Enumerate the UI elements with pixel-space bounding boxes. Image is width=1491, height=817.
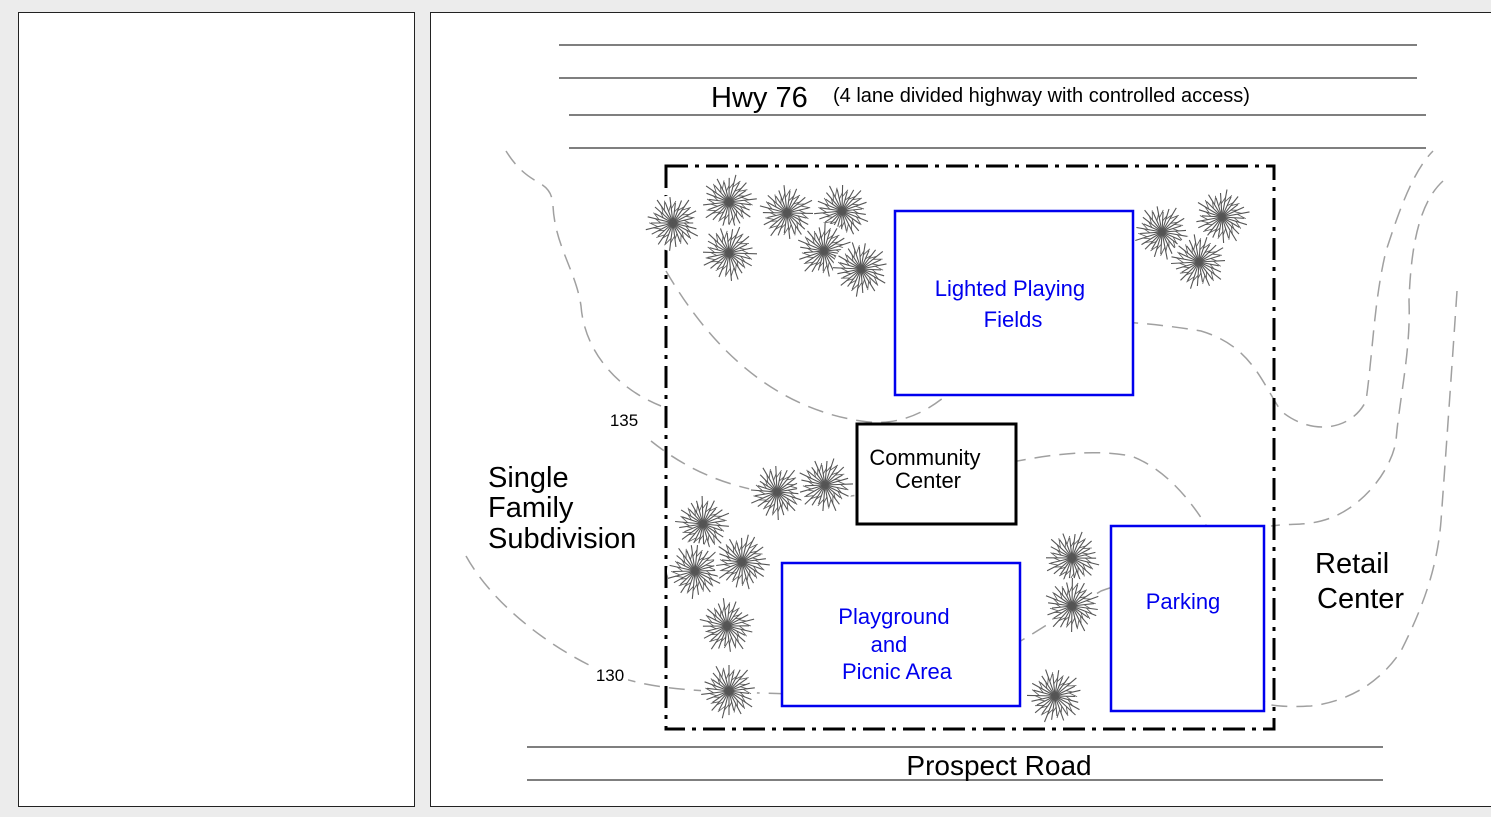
- parking-label: Parking: [1146, 589, 1221, 614]
- prospect-road-label: Prospect Road: [906, 750, 1091, 781]
- contour-label-135: 135: [610, 411, 638, 430]
- tree-icon: [1134, 204, 1190, 260]
- lighted-fields-label: Lighted Playing Fields: [935, 276, 1092, 332]
- tree-icon: [1194, 189, 1250, 245]
- tree-icon: [749, 464, 805, 521]
- site-plan-panel: 135 130 Lighted Playing Fields Community…: [430, 12, 1491, 807]
- community-center-label: Community Center: [869, 445, 986, 493]
- tree-icon: [797, 457, 854, 513]
- prospect-road-lines: [527, 746, 1383, 781]
- retail-center-label: Retail Center: [1315, 548, 1404, 615]
- tree-icon: [1044, 577, 1100, 634]
- community-center-box: [855, 422, 1018, 526]
- tree-icon: [701, 174, 757, 230]
- playground-box: [780, 561, 1022, 708]
- highway-name: Hwy 76: [711, 82, 808, 114]
- contour-label-130: 130: [596, 666, 624, 685]
- tree-icon: [699, 598, 755, 654]
- contour-labels: 135 130: [590, 407, 642, 686]
- tree-icon: [1044, 530, 1100, 586]
- site-plan-drawing: 135 130 Lighted Playing Fields Community…: [465, 44, 1458, 781]
- blank-side-panel: [18, 12, 415, 807]
- tree-icon: [701, 663, 757, 719]
- tree-icon: [1170, 234, 1227, 290]
- single-family-subdivision-label: Single Family Subdivision: [488, 462, 636, 555]
- tree-icon: [667, 543, 723, 599]
- tree-icon: [759, 185, 815, 241]
- tree-group: [645, 174, 1250, 724]
- tree-icon: [714, 534, 770, 590]
- playground-label: Playground and Picnic Area: [838, 604, 955, 684]
- lighted-fields-box: [893, 209, 1135, 397]
- tree-icon: [1026, 668, 1083, 724]
- highway-lines: [559, 44, 1426, 149]
- property-boundary: [664, 164, 1276, 731]
- highway-note: (4 lane divided highway with controlled …: [833, 85, 1250, 107]
- tree-icon: [645, 195, 701, 251]
- tree-icon: [832, 241, 889, 297]
- tree-icon: [701, 225, 758, 281]
- parking-box: [1109, 524, 1266, 713]
